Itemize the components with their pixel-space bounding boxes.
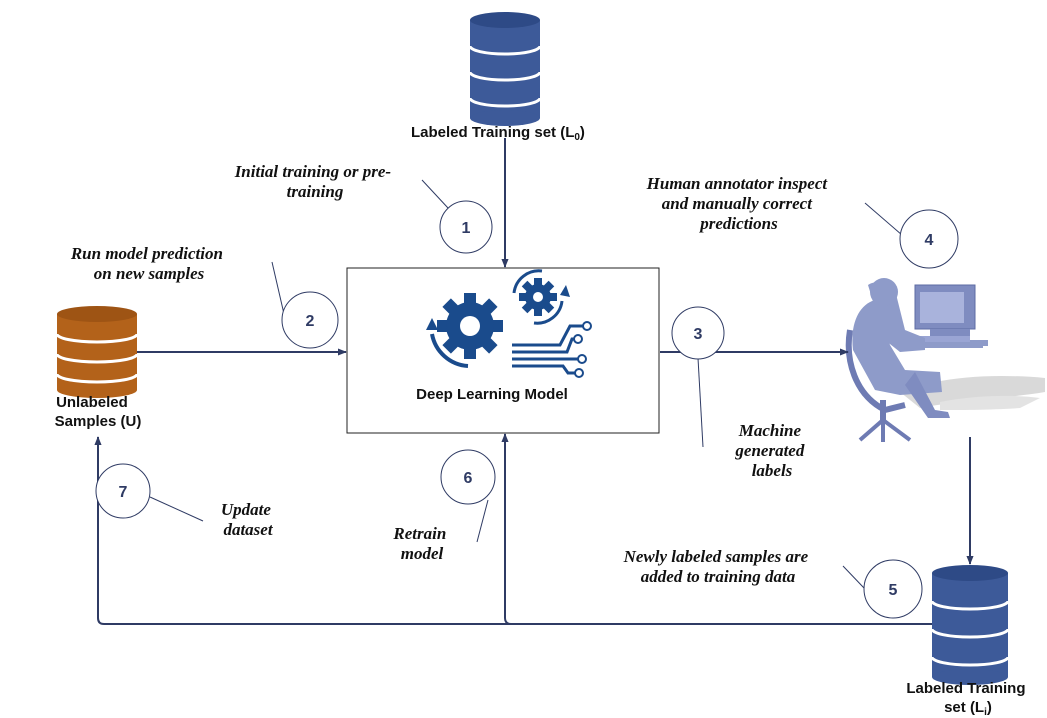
- step-2-caption: Run model prediction on new samples: [70, 244, 227, 283]
- step-3-badge: 3: [671, 306, 725, 360]
- labeled-training-set-l0-database-icon: [468, 12, 542, 126]
- svg-text:7: 7: [119, 484, 128, 501]
- gears-icon: [426, 269, 592, 378]
- svg-text:5: 5: [889, 582, 898, 599]
- step-2-badge: 2: [281, 291, 339, 349]
- step-7-caption: Update dataset: [221, 500, 275, 539]
- labeled-training-set-li-label: Labeled Training set (Li): [906, 680, 1029, 718]
- arrow-li-to-unlabeled: [94, 436, 511, 625]
- human-annotator-icon: [845, 278, 1045, 442]
- svg-text:3: 3: [694, 326, 703, 343]
- step-1-caption: Initial training or pre- training: [234, 162, 396, 201]
- caption-leader-lines: [149, 179, 903, 589]
- svg-text:4: 4: [925, 232, 934, 249]
- labeled-training-set-li-database-icon: [930, 565, 1010, 685]
- step-7-badge: 7: [95, 463, 151, 519]
- connector-arrows: [94, 138, 974, 625]
- step-4-caption: Human annotator inspect and manually cor…: [646, 174, 832, 233]
- step-1-badge: 1: [439, 200, 493, 254]
- step-6-badge: 6: [440, 449, 496, 505]
- step-5-caption: Newly labeled samples are added to train…: [623, 547, 813, 586]
- labeled-training-set-l0-label: Labeled Training set (L0): [411, 124, 585, 143]
- deep-learning-model-box: [346, 267, 660, 434]
- svg-text:6: 6: [464, 470, 473, 487]
- step-4-badge: 4: [899, 209, 959, 269]
- step-3-caption: Machine generated labels: [734, 421, 808, 480]
- deep-learning-model-label: Deep Learning Model: [416, 386, 568, 403]
- unlabeled-samples-database-icon: [55, 306, 139, 398]
- step-6-caption: Retrain model: [392, 524, 450, 563]
- svg-text:2: 2: [306, 313, 315, 330]
- svg-text:1: 1: [462, 220, 471, 237]
- step-5-badge: 5: [863, 559, 923, 619]
- step-circles: 1 2 3 4 5 6 7: [95, 200, 959, 619]
- unlabeled-samples-label: Unlabeled Samples (U): [55, 394, 142, 430]
